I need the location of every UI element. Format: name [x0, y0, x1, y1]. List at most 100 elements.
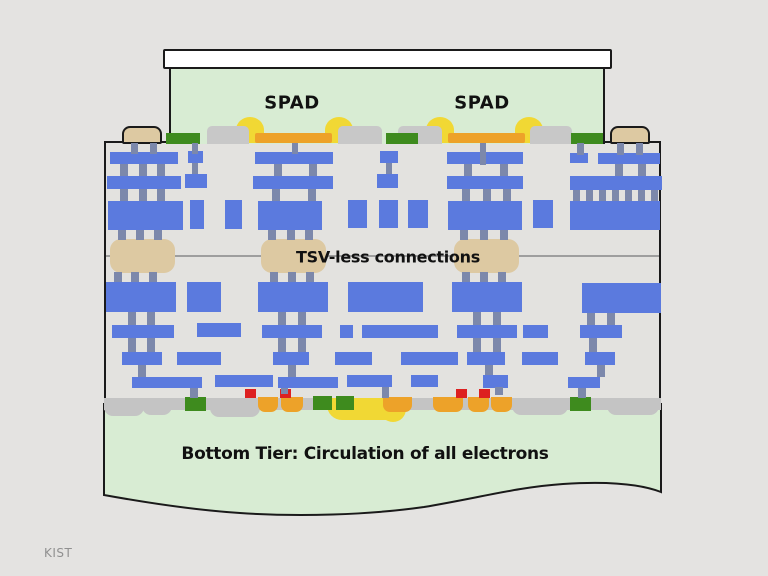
orange-pad	[433, 397, 463, 412]
via-rect	[480, 272, 488, 282]
metal-rect	[112, 325, 174, 338]
via-rect	[462, 189, 470, 201]
via-rect	[270, 272, 278, 282]
metal-rect	[467, 352, 505, 365]
via-rect	[485, 365, 493, 375]
green-contact	[570, 397, 591, 411]
metal-rect	[401, 352, 458, 365]
kist-watermark: KIST	[44, 546, 73, 560]
bottom-tier-label: Bottom Tier: Circulation of all electron…	[181, 444, 549, 464]
metal-rect	[106, 282, 176, 312]
via-rect	[586, 190, 593, 201]
gray-well	[142, 398, 172, 415]
metal-rect	[457, 325, 517, 338]
metal-rect	[362, 325, 438, 338]
via-rect	[577, 143, 584, 155]
via-rect	[503, 189, 511, 201]
metal-rect	[255, 152, 333, 164]
gray-pad	[338, 126, 382, 144]
green-contact	[185, 397, 206, 411]
via-rect	[192, 163, 198, 174]
metal-rect	[190, 200, 204, 229]
metal-rect	[598, 153, 660, 164]
metal-rect	[348, 200, 367, 228]
metal-rect	[340, 325, 353, 338]
via-rect	[309, 164, 317, 176]
via-rect	[500, 230, 508, 240]
via-rect	[139, 189, 147, 201]
via-rect	[638, 164, 646, 176]
via-rect	[288, 365, 296, 377]
via-rect	[578, 388, 586, 398]
via-rect	[268, 230, 276, 240]
metal-rect	[108, 201, 183, 230]
via-rect	[149, 272, 157, 282]
via-rect	[192, 143, 198, 154]
via-rect	[493, 312, 501, 325]
orange-pad	[258, 397, 278, 412]
via-rect	[288, 272, 296, 282]
metal-rect	[262, 325, 322, 338]
via-rect	[128, 338, 136, 352]
via-rect	[589, 338, 597, 352]
red-implant	[245, 389, 256, 398]
via-rect	[473, 312, 481, 325]
via-rect	[120, 164, 128, 176]
via-rect	[306, 272, 314, 282]
tier-outline-segment	[601, 141, 613, 143]
via-rect	[281, 388, 288, 394]
green-contact	[336, 396, 354, 410]
metal-rect	[523, 325, 548, 338]
spad-label-left: SPAD	[264, 92, 320, 114]
via-rect	[651, 190, 658, 201]
metal-rect	[522, 352, 558, 365]
gray-well	[607, 398, 659, 415]
metal-rect	[533, 200, 553, 228]
tier-outline-segment	[156, 141, 172, 143]
via-rect	[190, 388, 198, 398]
metal-rect	[348, 282, 423, 312]
orange-pad	[281, 397, 303, 412]
metal-rect	[258, 201, 322, 230]
via-rect	[480, 230, 488, 240]
via-rect	[498, 272, 506, 282]
via-rect	[612, 190, 619, 201]
via-rect	[136, 230, 144, 240]
via-rect	[573, 190, 580, 201]
via-rect	[298, 338, 306, 352]
metal-rect	[122, 352, 162, 365]
spad-label-right: SPAD	[454, 92, 510, 114]
metal-rect	[452, 282, 522, 312]
via-rect	[625, 190, 632, 201]
tan-edge-pad	[122, 126, 162, 144]
via-rect	[292, 143, 298, 154]
via-rect	[147, 312, 155, 325]
metal-rect	[278, 377, 338, 388]
via-rect	[278, 312, 286, 325]
metal-rect	[225, 200, 242, 229]
metal-rect	[187, 282, 221, 312]
tsv-less-bond-pad	[110, 239, 175, 273]
tier-outline-segment	[644, 141, 661, 143]
metal-rect	[585, 352, 615, 365]
metal-rect	[185, 174, 207, 188]
metal-rect	[107, 176, 181, 189]
via-rect	[495, 387, 503, 395]
via-rect	[138, 365, 146, 377]
bonding-interface-line	[106, 255, 659, 257]
via-rect	[139, 164, 147, 176]
via-rect	[131, 143, 138, 154]
via-rect	[382, 387, 389, 398]
red-implant	[479, 389, 490, 398]
via-rect	[597, 365, 605, 377]
tsv-less-bond-pad	[454, 239, 519, 273]
via-rect	[120, 189, 128, 201]
via-rect	[493, 338, 501, 352]
metal-rect	[253, 176, 333, 189]
metal-rect	[377, 174, 398, 188]
metal-rect	[447, 176, 523, 189]
via-rect	[480, 143, 486, 165]
metal-rect	[379, 200, 398, 228]
via-rect	[118, 230, 126, 240]
